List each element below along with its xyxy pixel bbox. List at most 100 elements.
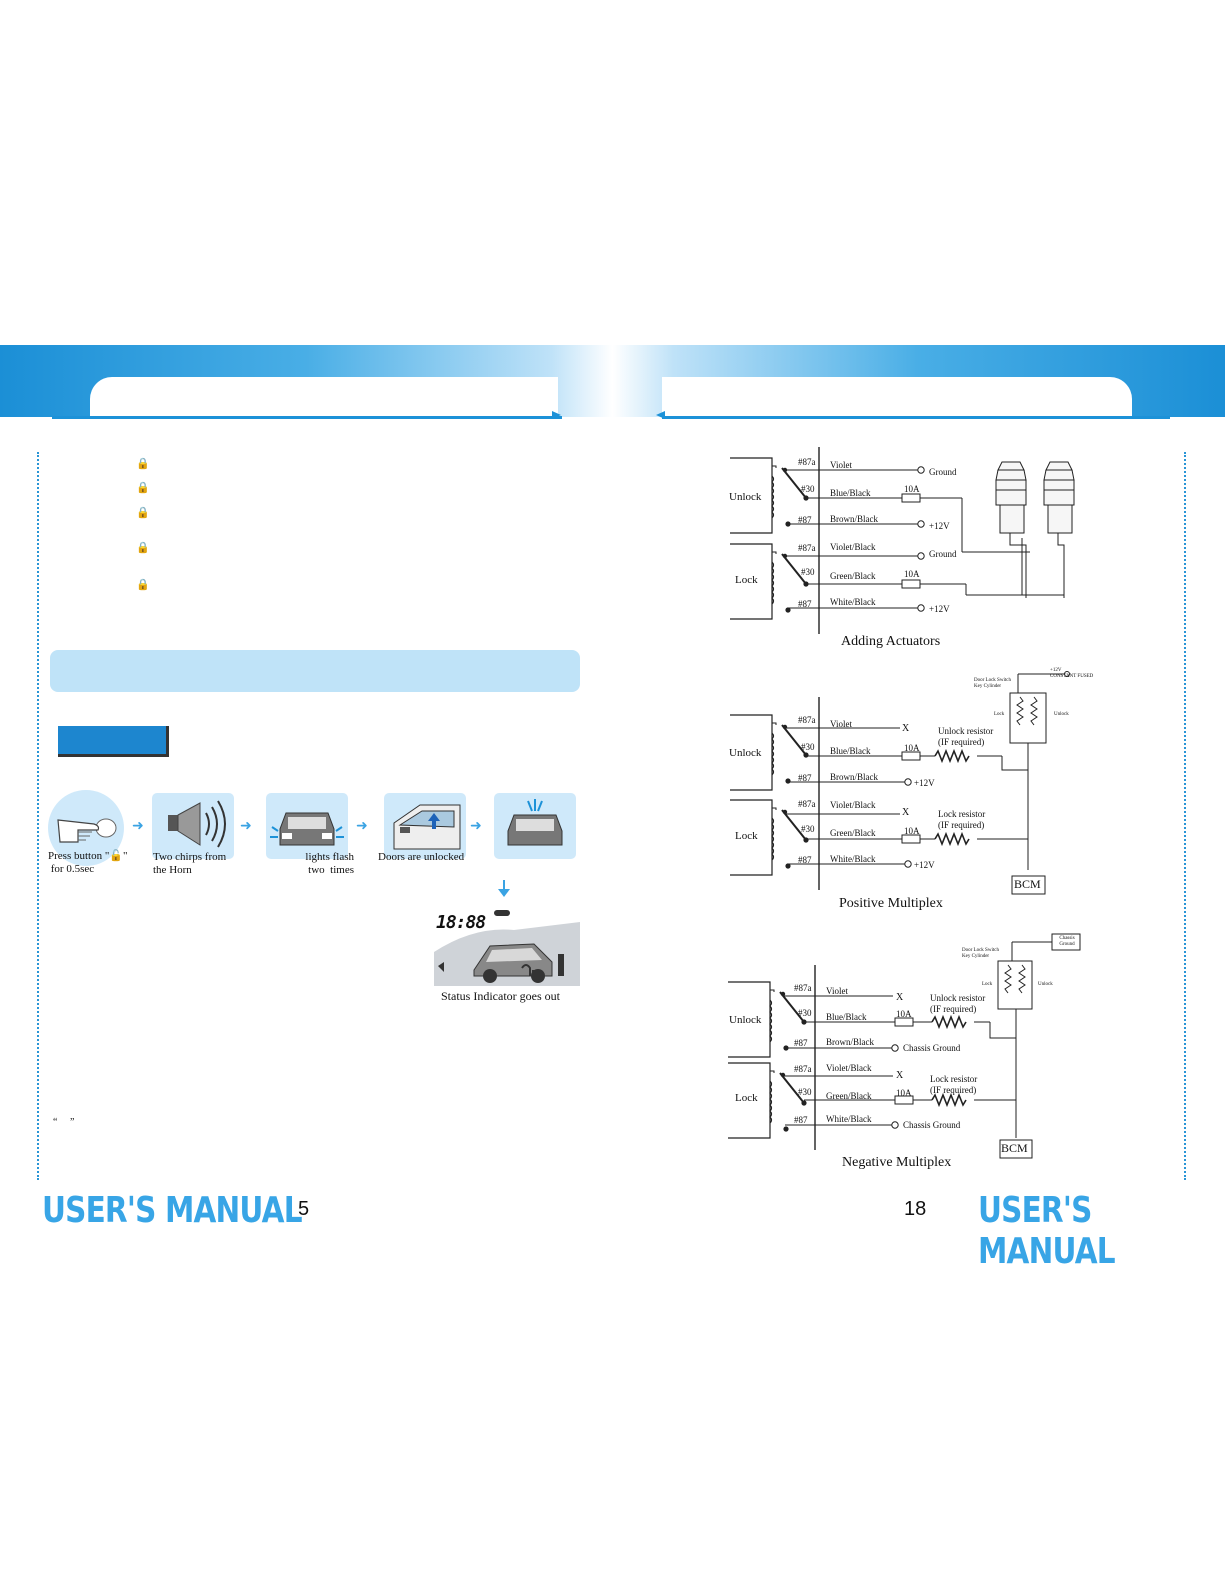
hand-press-icon [48,790,124,866]
quote-marks: “ ” [53,1117,75,1128]
left-underline-arrow-icon [552,411,561,419]
unlock-resistor-label: Unlock resistor (IF required) [930,993,986,1014]
lcd-time: 18:88 [436,912,486,933]
pin-label: #30 [801,567,815,577]
negative-multiplex-diagram [727,933,1081,1159]
lock-resistor-label: Lock resistor (IF required) [938,809,986,830]
wire-label: Green/Black [830,571,876,581]
left-header-underline [52,416,562,419]
footer-brand-right: USER'S MANUAL [978,1190,1116,1272]
pin-label: #87a [794,983,812,993]
lock-icon: 🔒 [136,507,150,519]
page-number-right: 18 [904,1198,927,1220]
pin-label: #30 [798,1008,812,1018]
pin-label: #87 [798,773,812,783]
terminal-label: Ground [929,549,957,559]
terminal-label: X [896,992,904,1003]
terminal-label: Ground [929,467,957,477]
wire-label: White/Black [826,1114,872,1124]
pin-label: #87a [798,715,816,725]
right-header-tab [662,377,1132,417]
step-caption: Two chirps from the Horn [153,851,227,876]
supply-label: +12V CONSTANT FUSED [1050,668,1094,679]
wire-label: Violet [830,460,852,470]
page-number-left: 5 [298,1198,310,1220]
pin-label: #87a [798,543,816,553]
bcm-module-label: BCM [1014,877,1041,891]
bcm-module-label: BCM [1001,1141,1028,1155]
pin-label: #30 [801,742,815,752]
pin-label: #87 [798,599,812,609]
terminal-label: +12V [914,778,935,788]
terminal-label: X [902,723,910,734]
relay-label: Unlock [729,1014,762,1026]
pin-label: #30 [801,824,815,834]
wire-label: Violet/Black [826,1063,872,1073]
fuse-label: 10A [896,1009,912,1019]
unlock-switch-label: Unlock [1038,982,1053,987]
horn-icon [152,793,234,859]
door-unlock-icon [384,793,466,859]
step-caption: Doors are unlocked [378,851,465,863]
car-lights-icon [266,793,348,859]
positive-multiplex-diagram [729,671,1070,895]
lock-resistor-label: Lock resistor (IF required) [930,1074,978,1095]
right-header-underline [662,416,1170,419]
wire-label: Violet [830,719,852,729]
step-arrow-icon: ➜ [132,819,144,834]
wire-label: Violet [826,986,848,996]
relay-label: Unlock [729,747,762,759]
terminal-label: Chassis Ground [903,1043,961,1053]
step-caption: Press button "🔓" for 0.5sec [48,850,128,875]
terminal-label: X [902,807,910,818]
fuse-label: 10A [904,743,920,753]
adding-actuators-diagram [729,447,1075,634]
pin-label: #30 [798,1087,812,1097]
unlock-switch-label: Unlock [1054,712,1069,717]
lock-icon: 🔒 [136,482,150,494]
pin-label: #87a [798,457,816,467]
diagram-title: Positive Multiplex [839,896,943,911]
right-underline-arrow-icon [656,411,665,419]
lock-icon: 🔒 [136,579,150,591]
left-dotted-rule [37,452,39,1180]
wire-label: Blue/Black [830,488,871,498]
diagram-title: Adding Actuators [841,634,941,649]
door-lock-switch-label: Door Lock Switch Key Cylinder [974,678,1011,689]
left-header-tab [90,377,558,417]
wire-label: Blue/Black [830,746,871,756]
pin-label: #87a [794,1064,812,1074]
terminal-label: +12V [914,860,935,870]
relay-label: Lock [735,574,758,586]
step-arrow-icon: ➜ [240,819,252,834]
step-arrow-icon: ➜ [470,819,482,834]
fuse-label: 10A [904,826,920,836]
section-heading-bar [50,650,580,692]
wire-label: Green/Black [830,828,876,838]
step-caption: lights flash two times [305,851,354,876]
wire-label: Violet/Black [830,542,876,552]
lock-switch-label: Lock [994,712,1005,717]
door-lock-switch-label: Door Lock Switch Key Cylinder [962,948,999,959]
wire-label: Brown/Black [830,514,878,524]
terminal-label: +12V [929,521,950,531]
remote-lcd-display [434,910,580,986]
diagram-title: Negative Multiplex [842,1155,952,1170]
chassis-ground-box-label: Chassis Ground [1059,936,1075,947]
lock-icon: 🔒 [136,542,150,554]
pin-label: #30 [801,484,815,494]
wire-label: Violet/Black [830,800,876,810]
wire-label: Brown/Black [830,772,878,782]
relay-label: Lock [735,830,758,842]
terminal-label: X [896,1070,904,1081]
relay-label: Lock [735,1092,758,1104]
pin-label: #87 [794,1115,808,1125]
right-dotted-rule [1184,452,1186,1180]
terminal-label: Chassis Ground [903,1120,961,1130]
car-roof-light-icon [494,793,576,859]
fuse-label: 10A [904,569,920,579]
relay-label: Unlock [729,491,762,503]
lock-switch-label: Lock [982,982,993,987]
fuse-label: 10A [896,1088,912,1098]
